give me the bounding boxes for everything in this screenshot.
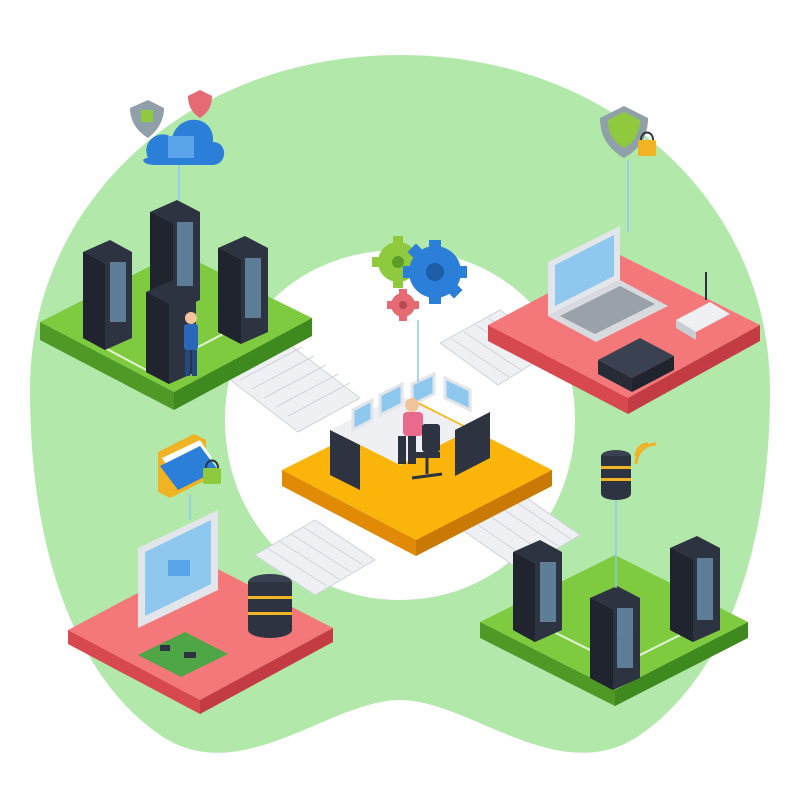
- database-cylinder: [248, 574, 292, 638]
- gear-blue-icon: [403, 240, 467, 304]
- stairs-bottom-left: [254, 519, 376, 596]
- desk: [330, 395, 490, 490]
- folder-lock-icon: [158, 434, 221, 498]
- central-operator-platform: [282, 320, 552, 556]
- workstation-platform: [68, 495, 333, 714]
- router: [676, 272, 730, 340]
- shield-red-icon: [188, 90, 212, 118]
- operator-figure: [398, 398, 423, 464]
- technician-figure: [184, 312, 198, 376]
- cloud-security-icon: [130, 90, 225, 165]
- gear-red-icon: [387, 289, 419, 321]
- laptop: [548, 226, 668, 342]
- server-box: [598, 338, 674, 392]
- office-chair: [411, 424, 443, 480]
- laptop-router-platform: [488, 160, 760, 414]
- monitor: [138, 510, 218, 628]
- circuit-board: [138, 632, 228, 677]
- storage-servers-platform: [480, 500, 748, 706]
- database-wifi-icon: [601, 442, 657, 500]
- shield-lock-icon: [600, 106, 656, 158]
- server-lights: [110, 222, 261, 322]
- gears-icon: [372, 236, 467, 321]
- server-room-platform: [40, 165, 312, 410]
